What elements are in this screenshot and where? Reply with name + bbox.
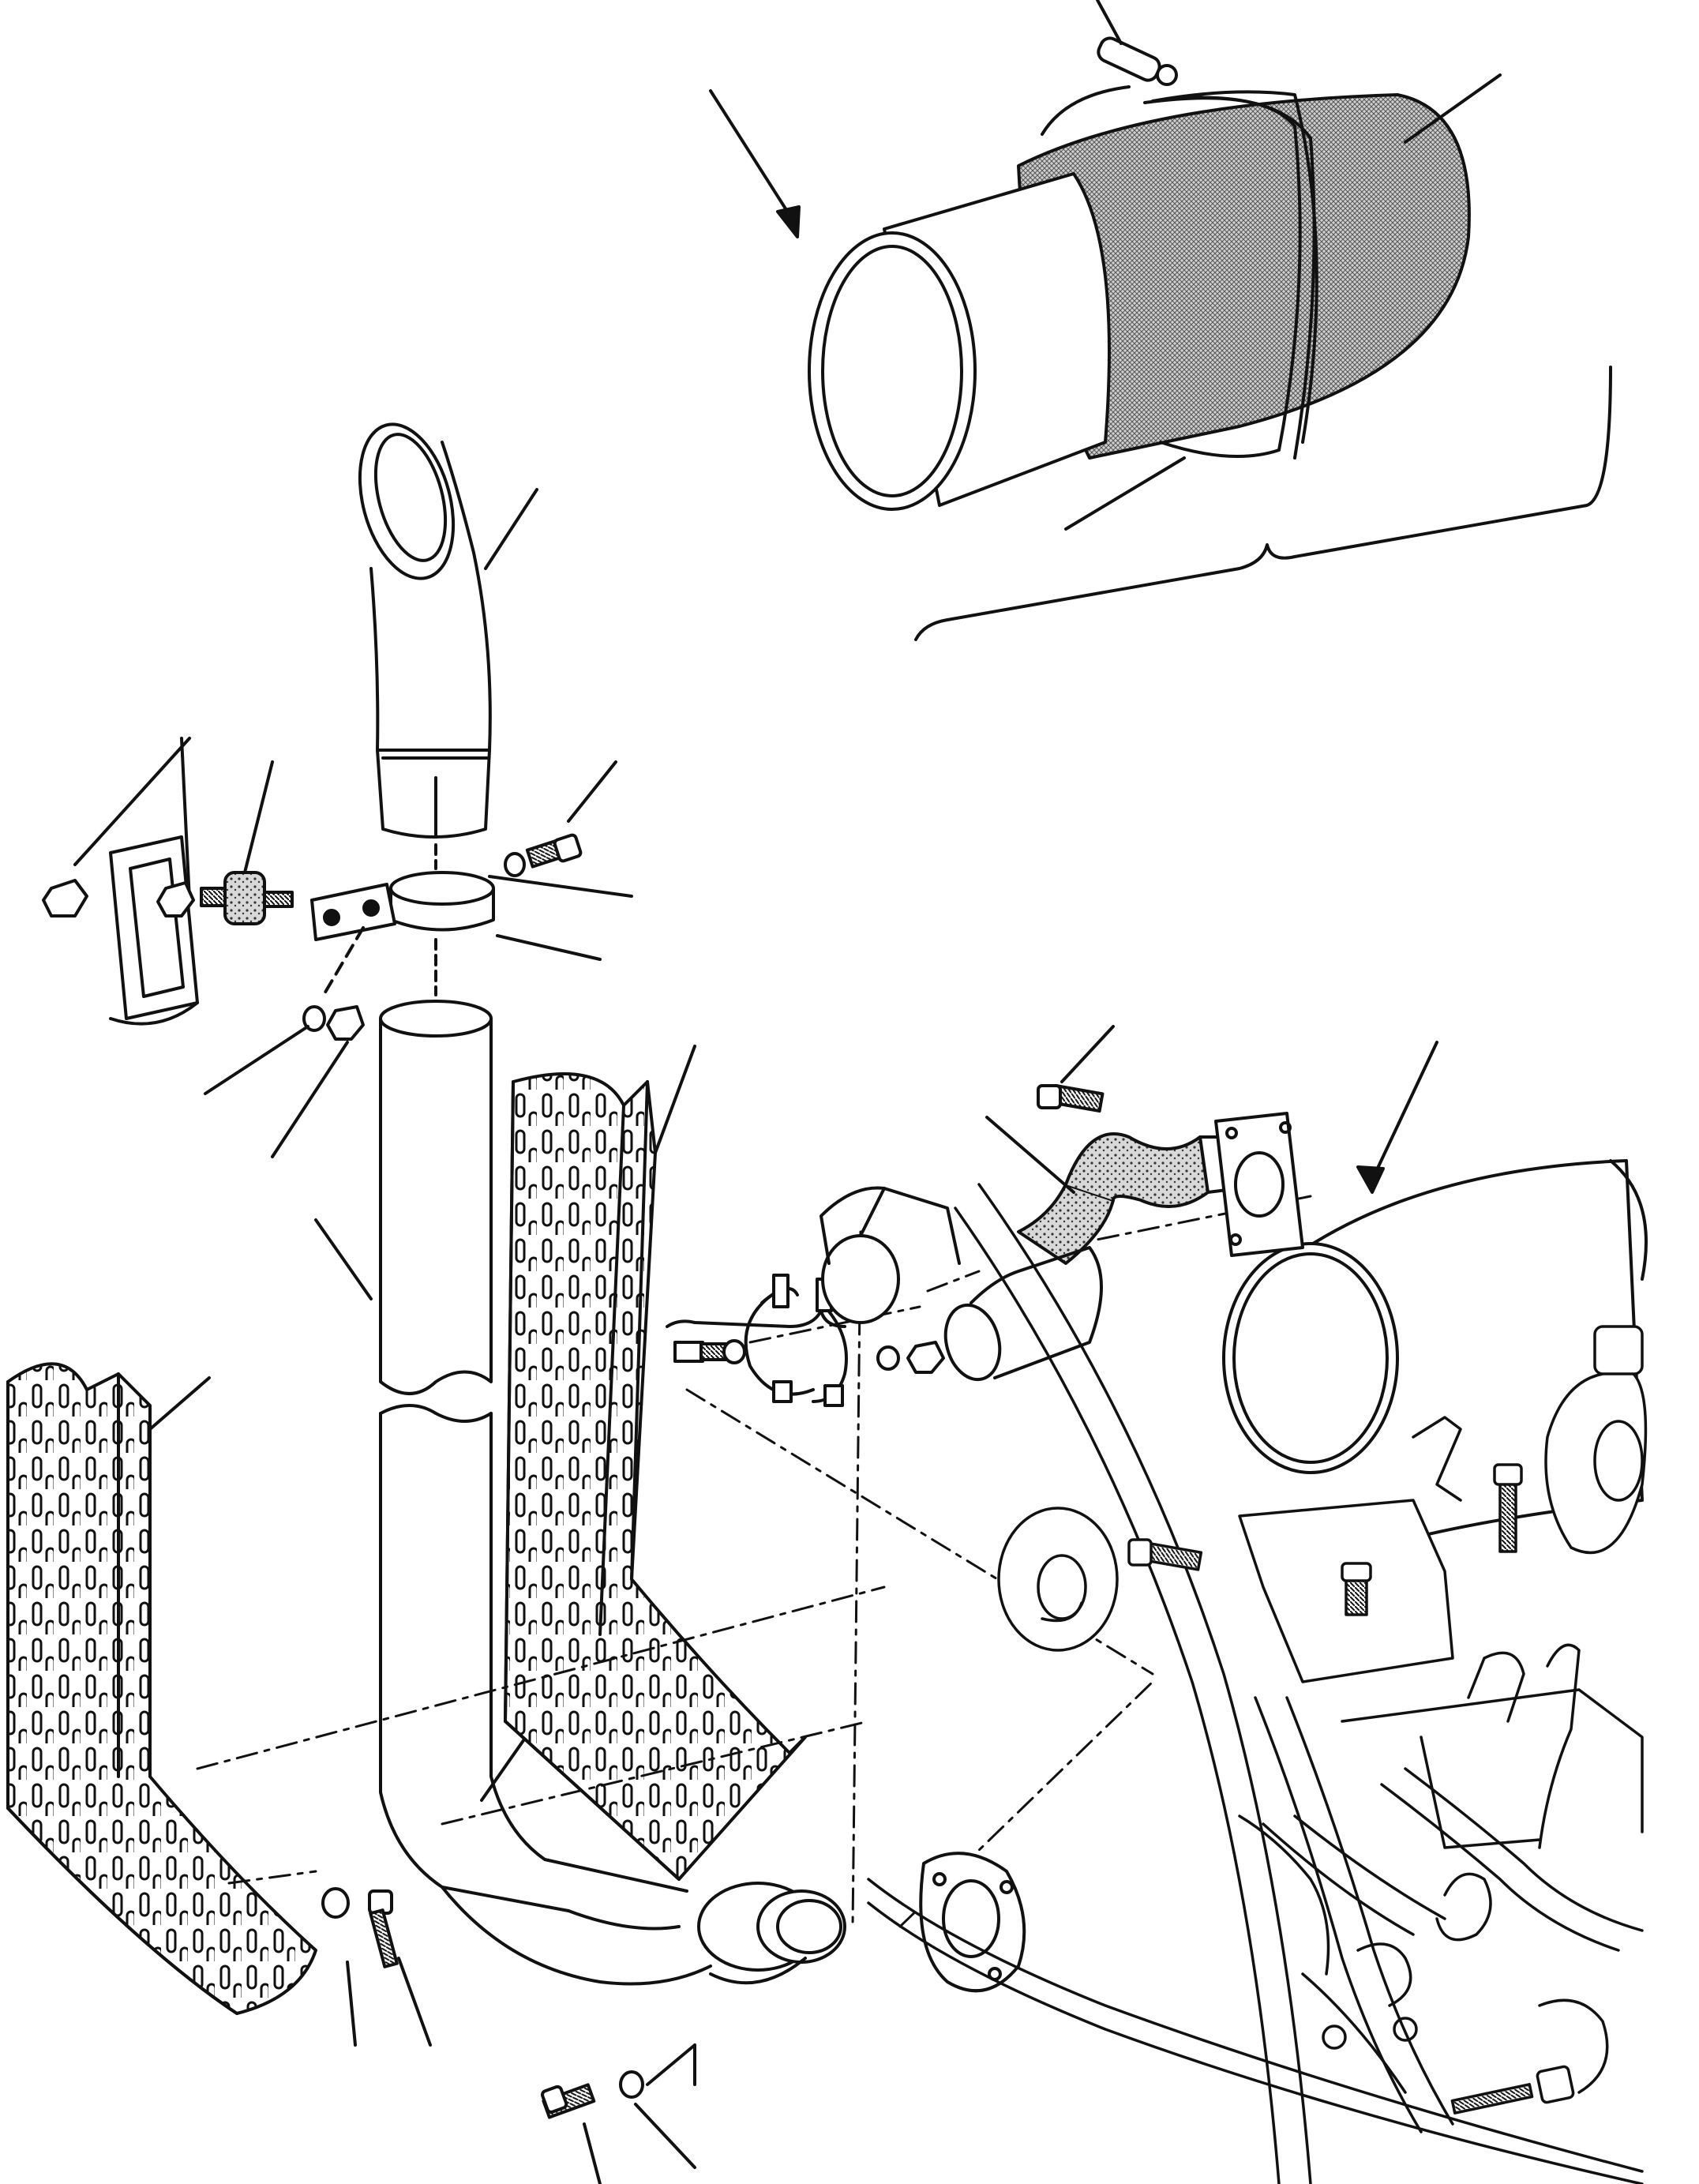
pipe-clamp [310, 871, 633, 961]
clamp-bolt-right [504, 760, 617, 877]
muffler-insulation-detail [709, 0, 1612, 641]
detail-brace [914, 366, 1612, 641]
mounting-bracket [73, 737, 199, 1026]
engine-assembly [867, 1183, 1648, 2184]
flex-pipe [985, 1025, 1304, 1265]
pipe-stub [819, 1186, 1103, 1382]
exhaust-pipe [314, 1000, 846, 1986]
perforated-heat-shield-left [6, 1362, 317, 2015]
clamp-bolt [1096, 0, 1178, 86]
mount-nuts [42, 879, 365, 1158]
saddle-clamp [666, 1274, 945, 1407]
tailpipe-elbow [358, 422, 538, 839]
perforated-heat-shield-right [504, 1045, 807, 1881]
shield-fasteners [321, 1887, 696, 2184]
muffler [1222, 1041, 1648, 1541]
rubber-mount [200, 760, 294, 925]
